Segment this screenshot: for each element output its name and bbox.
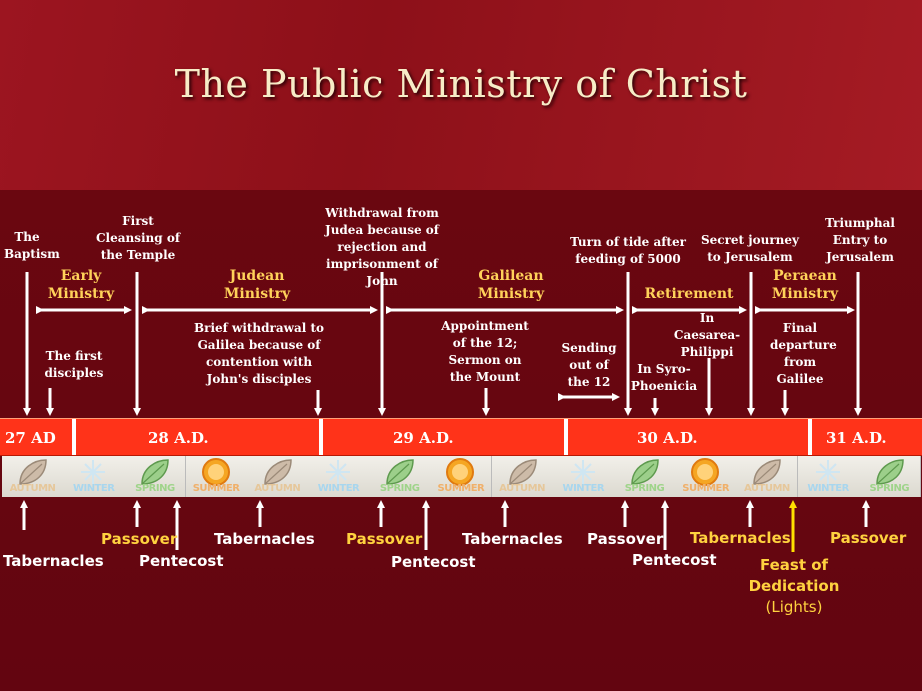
- year-27: 27 AD: [5, 429, 56, 447]
- period-early: Early Ministry: [47, 268, 115, 302]
- season-autumn: AUTUMN: [736, 456, 799, 497]
- season-label: SPRING: [869, 483, 910, 494]
- event-sending: Sending out of the 12: [561, 341, 617, 389]
- leaf-icon: [19, 459, 47, 485]
- season-autumn: AUTUMN: [2, 456, 64, 497]
- year-divider: [808, 419, 812, 455]
- fest-passover-4: Passover: [830, 529, 907, 547]
- season-label: SUMMER: [437, 483, 485, 494]
- year-28: 28 A.D.: [148, 429, 209, 447]
- leaf-icon: [876, 459, 904, 485]
- period-galilean: Galilean Ministry: [477, 268, 545, 302]
- snowflake-icon: [570, 460, 595, 484]
- page-title: The Public Ministry of Christ: [174, 62, 748, 106]
- year-divider: [72, 419, 76, 455]
- seasons-strip: AUTUMN WINTER SPRING SUMMER AUTUMN WINTER SPRI…: [2, 456, 921, 497]
- season-summer: SUMMER: [185, 456, 248, 497]
- season-label: SPRING: [379, 483, 420, 494]
- season-spring: SPRING: [124, 456, 187, 497]
- event-withdrawal-judea: Withdrawal from Judea because of rejecti…: [325, 206, 439, 288]
- season-autumn: AUTUMN: [246, 456, 309, 497]
- season-spring: SPRING: [858, 456, 921, 497]
- snowflake-icon: [326, 460, 350, 484]
- season-label: AUTUMN: [254, 483, 301, 494]
- leaf-icon: [141, 459, 170, 485]
- event-secret-journey: Secret journey to Jerusalem: [700, 233, 799, 264]
- year-30: 30 A.D.: [637, 429, 698, 447]
- fest-passover-1: Passover: [101, 530, 178, 548]
- season-summer: SUMMER: [675, 456, 738, 497]
- season-winter: WINTER: [797, 456, 860, 497]
- season-spring: SPRING: [369, 456, 432, 497]
- period-peraean: Peraean Ministry: [771, 268, 839, 302]
- fest-tabernacles-4: Tabernacles: [690, 529, 791, 547]
- season-label: SUMMER: [192, 483, 240, 494]
- fest-tabernacles-2: Tabernacles: [214, 530, 315, 548]
- event-brief-withdrawal: Brief withdrawal to Galilea because of c…: [193, 321, 325, 386]
- fest-dedication-line2: Dedication: [748, 577, 840, 595]
- event-final-departure: Final departure from Galilee: [770, 321, 837, 386]
- sun-icon: [446, 458, 475, 486]
- event-baptism: The Baptism: [4, 230, 60, 261]
- leaf-icon: [386, 459, 414, 485]
- event-appointment: Appointment of the 12; Sermon on the Mou…: [441, 319, 529, 384]
- sun-icon: [691, 458, 720, 486]
- year-divider: [564, 419, 568, 455]
- season-autumn: AUTUMN: [491, 456, 554, 497]
- season-label: WINTER: [72, 483, 115, 494]
- leaf-icon: [753, 459, 782, 485]
- season-label: AUTUMN: [499, 483, 545, 494]
- event-caesarea: In Caesarea-Philippi: [673, 311, 741, 359]
- fest-pentecost-1: Pentecost: [139, 552, 224, 570]
- season-label: WINTER: [807, 483, 849, 494]
- fest-tabernacles-3: Tabernacles: [462, 530, 563, 548]
- year-31: 31 A.D.: [826, 429, 887, 447]
- season-winter: WINTER: [63, 456, 126, 497]
- season-label: WINTER: [317, 483, 360, 494]
- year-divider: [319, 419, 323, 455]
- period-retirement: Retirement: [644, 286, 734, 302]
- sun-icon: [201, 458, 230, 486]
- snowflake-icon: [815, 460, 840, 484]
- snowflake-icon: [81, 460, 106, 484]
- year-timeline: 27 AD 28 A.D. 29 A.D. 30 A.D. 31 A.D.: [0, 418, 922, 456]
- fest-dedication: Feast of Dedication (Lights): [743, 555, 845, 618]
- leaf-icon: [264, 459, 292, 485]
- leaf-icon: [508, 459, 537, 485]
- title-band: [0, 0, 922, 190]
- fest-passover-3: Passover: [587, 530, 664, 548]
- season-label: SPRING: [135, 483, 175, 494]
- leaf-icon: [631, 459, 659, 485]
- season-label: AUTUMN: [743, 483, 790, 494]
- year-29: 29 A.D.: [393, 429, 454, 447]
- fest-dedication-lights: (Lights): [765, 598, 823, 616]
- season-summer: SUMMER: [430, 456, 493, 497]
- season-winter: WINTER: [308, 456, 370, 497]
- period-judean: Judean Ministry: [223, 268, 291, 302]
- season-spring: SPRING: [614, 456, 676, 497]
- fest-pentecost-2: Pentecost: [391, 553, 476, 571]
- season-label: AUTUMN: [9, 483, 56, 494]
- event-temple: First Cleansing of the Temple: [95, 214, 181, 262]
- event-first-disciples: The first disciples: [44, 349, 104, 380]
- event-turn-of-tide: Turn of tide after feeding of 5000: [570, 235, 686, 266]
- fest-tabernacles-1: Tabernacles: [3, 552, 104, 570]
- season-winter: WINTER: [552, 456, 615, 497]
- season-label: SPRING: [624, 483, 665, 494]
- fest-passover-2: Passover: [346, 530, 423, 548]
- season-label: WINTER: [562, 483, 605, 494]
- fest-pentecost-3: Pentecost: [632, 551, 717, 569]
- event-triumphal: Triumphal Entry to Jerusalem: [825, 216, 895, 264]
- fest-dedication-line1: Feast of: [759, 556, 829, 574]
- event-syro: In Syro-Phoenicia: [630, 362, 698, 393]
- season-label: SUMMER: [682, 483, 730, 494]
